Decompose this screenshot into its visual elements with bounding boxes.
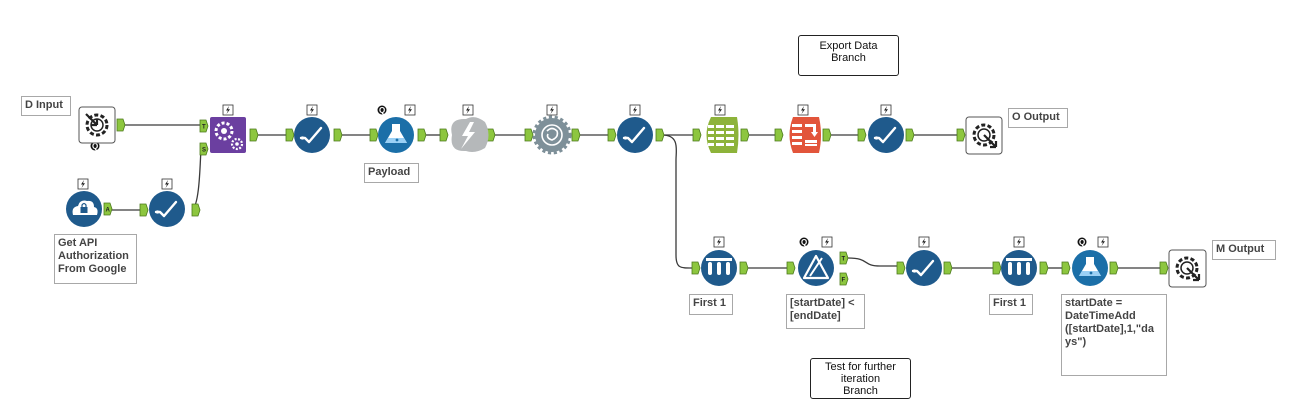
lightning-icon	[713, 236, 725, 248]
formula-flask-icon	[1079, 257, 1101, 276]
formula-flask-icon	[385, 124, 407, 143]
anchor-filter-true-label: T	[842, 257, 846, 263]
macro-input-icon	[85, 113, 109, 137]
download-tool[interactable]	[451, 117, 489, 152]
lightning-icon	[546, 104, 558, 116]
filter-condition-label: [startDate] < [endDate]	[786, 294, 865, 329]
lightning-icon	[161, 178, 173, 190]
anchor-filter-true	[839, 251, 849, 265]
select-3-tool[interactable]	[868, 117, 904, 153]
svg-text:Q: Q	[801, 238, 807, 247]
lightning-icon	[222, 104, 234, 116]
json-parse-icon	[541, 124, 563, 146]
anchor-cloud-output-label: A	[106, 208, 111, 214]
payload-label: Payload	[364, 163, 419, 183]
input-anchors	[139, 128, 1169, 275]
anchor-append-source	[199, 142, 209, 156]
anchor-filter-false-label: F	[842, 278, 846, 284]
anchor-append-target-label: T	[202, 125, 206, 131]
lightning-icon	[714, 104, 726, 116]
labeled-anchors: T S A T F	[103, 119, 849, 286]
filter-triangle-icon	[802, 254, 830, 280]
anchor-cloud-output	[103, 202, 113, 216]
select-4-tool[interactable]	[906, 250, 942, 286]
connection-selectauth-append	[191, 149, 202, 211]
query-icon: Q	[1077, 237, 1087, 247]
filter-tool[interactable]	[798, 250, 834, 286]
lightning-icon	[77, 178, 89, 190]
lightning-icon	[462, 104, 474, 116]
query-icon: Q	[90, 141, 100, 151]
query-icon: Q	[799, 237, 809, 247]
lightning-icon	[1097, 236, 1109, 248]
lightning-icon	[821, 236, 833, 248]
output-anchors	[116, 118, 1119, 275]
sample-tubes-icon	[706, 258, 732, 275]
query-icon: Q	[377, 105, 387, 115]
macro-output-icon	[1175, 256, 1201, 282]
query-indicators: Q Q Q Q	[90, 105, 1087, 247]
svg-text:Q: Q	[1079, 238, 1085, 247]
formula-payload-tool[interactable]	[378, 117, 414, 153]
crosstab-tool[interactable]	[789, 117, 822, 153]
anchor-append-source-label: S	[202, 148, 206, 154]
cloud-auth-tool[interactable]	[66, 191, 102, 227]
first-1-label-b: First 1	[989, 294, 1033, 315]
download-lightning-icon	[461, 122, 475, 149]
connection-filter-select4	[847, 257, 897, 267]
select-2-tool[interactable]	[617, 117, 653, 153]
lightning-icon	[404, 104, 416, 116]
formula-date-tool[interactable]	[1072, 250, 1108, 286]
anchor-filter-false	[839, 272, 849, 286]
text-to-columns-icon	[708, 125, 734, 146]
svg-text:Q: Q	[92, 142, 98, 151]
d-input-macro-tool[interactable]	[78, 106, 116, 144]
lightning-icon	[1013, 236, 1025, 248]
api-auth-label: Get API Authorization From Google	[54, 234, 137, 284]
sample-first-1-tool[interactable]	[701, 250, 737, 286]
svg-text:Q: Q	[379, 106, 385, 115]
lightning-icon	[629, 104, 641, 116]
select-1-tool[interactable]	[294, 117, 330, 153]
lightning-icon	[306, 104, 318, 116]
first-1-label-a: First 1	[689, 294, 733, 315]
d-input-label: D Input	[21, 96, 71, 116]
macro-output-icon	[972, 123, 998, 149]
append-macro-tool[interactable]	[210, 117, 246, 153]
m-output-macro-tool[interactable]	[1168, 249, 1207, 288]
test-branch-annotation: Test for further iteration Branch	[810, 358, 911, 399]
cloud-lock-icon	[72, 200, 98, 215]
json-parse-tool[interactable]	[532, 115, 572, 155]
sample-tubes-icon	[1006, 258, 1032, 275]
o-output-label: O Output	[1008, 108, 1068, 128]
lightning-indicators	[77, 104, 1109, 248]
lightning-icon	[880, 104, 892, 116]
macro-gears-icon	[214, 121, 244, 151]
connection-select2-sample1	[661, 134, 693, 269]
export-branch-annotation: Export Data Branch	[798, 35, 899, 76]
formula-expression-label: startDate = DateTimeAdd ([startDate],1,"…	[1061, 294, 1167, 376]
sample-first-2-tool[interactable]	[1001, 250, 1037, 286]
anchor-append-target	[199, 119, 209, 133]
o-output-macro-tool[interactable]	[965, 116, 1003, 155]
m-output-label: M Output	[1212, 240, 1276, 260]
text-to-columns-tool[interactable]	[706, 117, 739, 153]
lightning-icon	[918, 236, 930, 248]
select-auth-tool[interactable]	[149, 191, 185, 227]
crosstab-icon	[792, 124, 818, 146]
lightning-icon	[797, 104, 809, 116]
